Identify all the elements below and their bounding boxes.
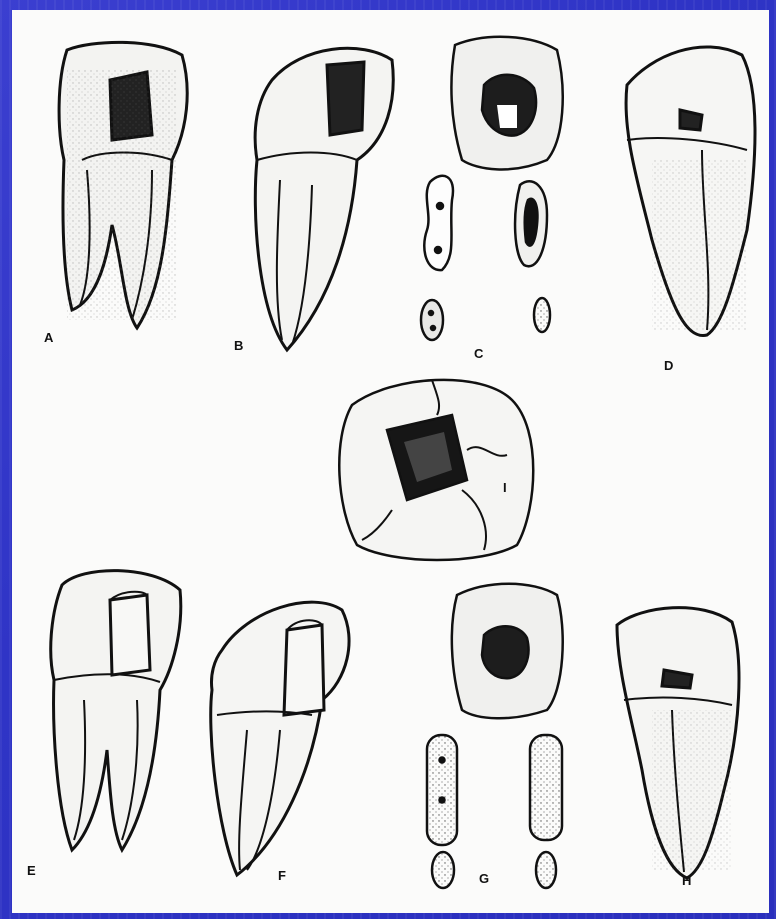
tooth-d xyxy=(626,47,755,336)
label-d: D xyxy=(664,358,673,373)
label-i: I xyxy=(503,480,507,495)
tooth-illustration: A B C xyxy=(12,10,769,913)
label-b: B xyxy=(234,338,243,353)
figure-panel: A B C xyxy=(12,10,769,913)
tooth-c-sections xyxy=(421,37,563,340)
tooth-i-occlusal xyxy=(339,380,533,560)
label-f: F xyxy=(278,868,286,883)
tooth-a xyxy=(59,42,187,328)
tooth-e xyxy=(51,571,181,850)
tooth-g-sections xyxy=(427,584,563,888)
tooth-f xyxy=(211,602,349,875)
tooth-b xyxy=(255,48,393,350)
label-h: H xyxy=(682,873,691,888)
label-a: A xyxy=(44,330,54,345)
tooth-h xyxy=(617,608,739,878)
label-g: G xyxy=(479,871,489,886)
label-c: C xyxy=(474,346,484,361)
label-e: E xyxy=(27,863,36,878)
